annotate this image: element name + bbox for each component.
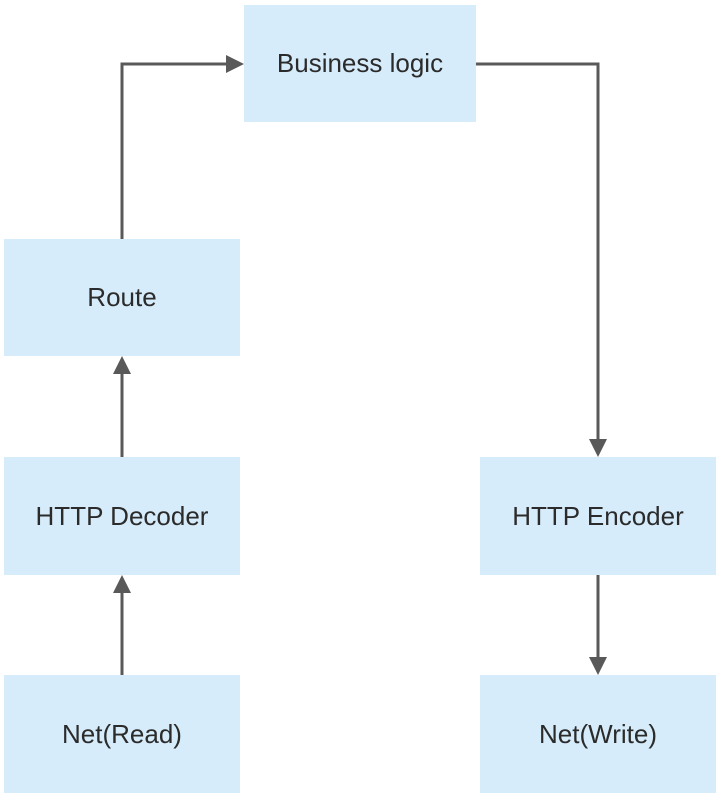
arrowhead-right-icon [226, 55, 244, 73]
edge-route-to-business-logic [120, 55, 244, 239]
node-label: HTTP Decoder [35, 500, 209, 531]
node-http-decoder: HTTP Decoder [4, 457, 240, 575]
node-route: Route [4, 239, 240, 356]
arrowhead-up-icon [113, 356, 131, 374]
arrowhead-down-icon [589, 439, 607, 457]
node-label: Route [87, 282, 157, 312]
node-business-logic: Business logic [244, 5, 476, 122]
node-net-write: Net(Write) [480, 675, 716, 793]
node-label: Business logic [276, 48, 444, 78]
edge-business-logic-to-http-encoder [476, 62, 607, 457]
arrowhead-up-icon [113, 575, 131, 593]
node-label: Net(Write) [539, 718, 657, 749]
node-label: Net(Read) [62, 718, 182, 749]
node-net-read: Net(Read) [4, 675, 240, 793]
arrowhead-down-icon [589, 657, 607, 675]
node-http-encoder: HTTP Encoder [480, 457, 716, 575]
node-label: HTTP Encoder [512, 500, 684, 531]
edge-net-read-to-http-decoder [113, 575, 131, 675]
edge-http-encoder-to-net-write [589, 575, 607, 675]
edge-http-decoder-to-route [113, 356, 131, 457]
